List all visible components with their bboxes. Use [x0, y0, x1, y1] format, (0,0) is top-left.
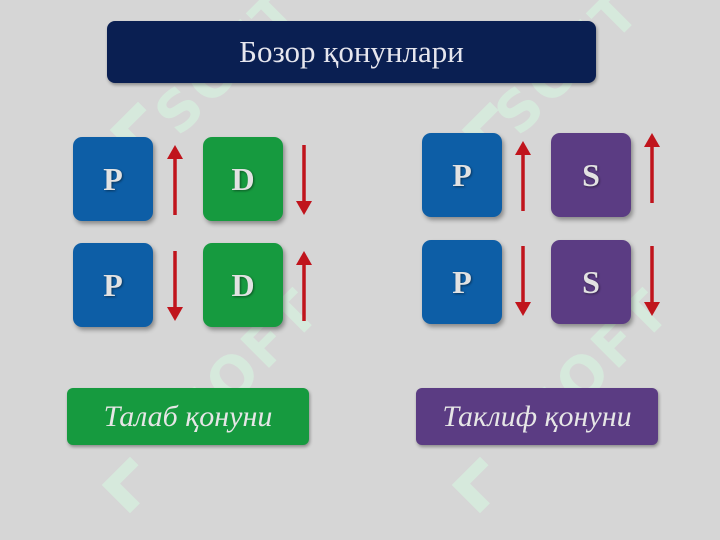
page-title: Бозор қонунлари	[107, 21, 596, 83]
arrow-down-icon	[512, 244, 534, 318]
watermark-logo-icon	[451, 456, 490, 514]
arrow-up-icon	[641, 131, 663, 205]
price-box: P	[73, 137, 153, 221]
arrow-up-icon	[293, 249, 315, 323]
arrow-down-icon	[641, 244, 663, 318]
demand-box: D	[203, 243, 283, 327]
arrow-down-icon	[293, 143, 315, 217]
demand-box: D	[203, 137, 283, 221]
price-box: P	[422, 240, 502, 324]
demand-law-label: Талаб қонуни	[67, 388, 309, 445]
arrow-up-icon	[164, 143, 186, 217]
price-box: P	[422, 133, 502, 217]
supply-box: S	[551, 133, 631, 217]
arrow-down-icon	[164, 249, 186, 323]
price-box: P	[73, 243, 153, 327]
watermark-logo-icon	[101, 456, 140, 514]
arrow-up-icon	[512, 139, 534, 213]
supply-law-label: Таклиф қонуни	[416, 388, 658, 445]
supply-box: S	[551, 240, 631, 324]
